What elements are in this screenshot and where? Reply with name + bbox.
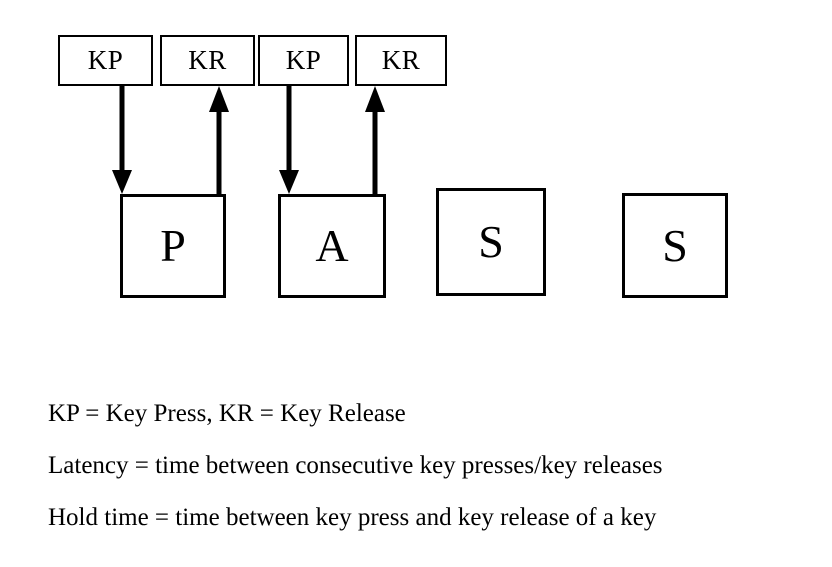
letter-box-label: S [478,216,504,267]
event-box-kr-1: KR [160,35,255,86]
letter-box-label: S [662,219,688,271]
event-box-kp-2: KP [258,35,349,86]
letter-box-a: A [278,194,386,298]
arrow-kp-to-p [110,86,134,196]
letter-box-s-1: S [436,188,546,296]
arrow-a-to-kr [363,86,387,196]
letter-box-s-2: S [622,193,728,298]
legend-block: KP = Key Press, KR = Key Release Latency… [48,388,808,544]
arrow-kp-to-a [277,86,301,196]
event-box-label: KR [381,45,421,75]
legend-line-abbreviations: KP = Key Press, KR = Key Release [48,400,406,427]
legend-line-hold-time: Hold time = time between key press and k… [48,504,657,531]
arrow-p-to-kr [207,86,231,196]
event-box-label: KR [188,45,227,75]
event-box-label: KP [87,45,124,75]
letter-box-p: P [120,194,226,298]
event-box-kr-2: KR [355,35,447,86]
letter-box-label: P [160,220,186,271]
letter-box-label: A [315,220,349,271]
event-box-label: KP [285,45,322,75]
legend-line-latency: Latency = time between consecutive key p… [48,452,663,479]
event-box-kp-1: KP [58,35,153,86]
